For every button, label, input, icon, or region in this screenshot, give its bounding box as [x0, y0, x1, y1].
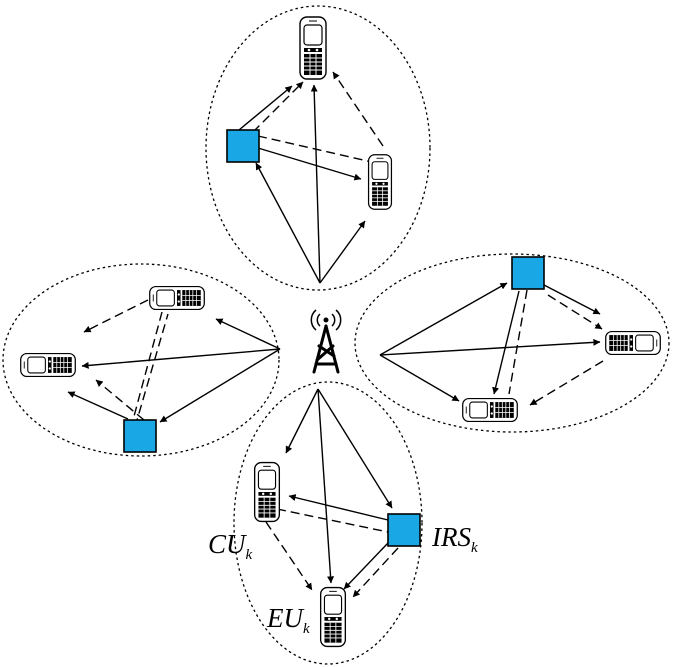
irs-panel-left — [123, 419, 157, 453]
link-bs-to-eu-right — [379, 354, 460, 402]
link-irs-to-eu-top — [257, 147, 362, 181]
irs-label: IRSk — [431, 522, 478, 556]
mobile-phone-icon-eu-left — [20, 352, 76, 378]
irs-panel-top — [226, 129, 260, 163]
link-bs-to-eu-bottom — [317, 388, 335, 584]
base-station-tower-icon — [310, 309, 342, 374]
link-irs-to-cu-bottom — [288, 494, 389, 521]
link-bs-to-cu-bottom — [285, 388, 319, 454]
cluster-right-boundary — [354, 253, 670, 433]
link-bs-to-cu-top — [310, 84, 321, 284]
mobile-phone-icon-cu-bottom — [253, 461, 281, 523]
link-irs-to-cu-top — [238, 85, 293, 131]
link-irs-to-eu-bottom — [343, 542, 389, 590]
link-bs-to-cu-left — [215, 318, 281, 350]
link-bs-to-irs-left — [159, 348, 281, 423]
mobile-phone-icon-eu-bottom — [319, 586, 347, 648]
link-irs-to-cu-right — [543, 284, 601, 315]
link-bs-to-eu-top — [319, 220, 366, 284]
cu-label: CUk — [208, 529, 253, 563]
cluster-top-boundary — [205, 5, 431, 291]
link-bs-to-irs-bottom — [317, 388, 393, 509]
link-irs-to-eu-left — [67, 391, 129, 420]
direct-and-reflected-links — [67, 84, 601, 590]
link-bs-to-irs-right — [379, 282, 508, 356]
mobile-phone-icon-eu-right — [462, 397, 518, 423]
cluster-left-boundary — [2, 263, 280, 457]
irs-panel-bottom — [387, 513, 421, 547]
mobile-phone-icon-eu-top — [367, 154, 393, 210]
link-bs-to-irs-top — [255, 162, 321, 284]
link-irs-to-eu-right — [492, 290, 520, 395]
irs-panel-right — [511, 256, 545, 290]
mobile-phone-icon-cu-right — [605, 330, 661, 356]
eu-label: EUk — [266, 603, 310, 637]
link-bs-to-eu-left — [81, 348, 281, 369]
link-bs-to-cu-right — [379, 338, 601, 356]
reflected-dashed-links — [83, 71, 604, 598]
cluster-bottom-boundary — [233, 381, 423, 665]
mobile-phone-icon-cu-left — [149, 285, 205, 311]
mobile-phone-icon-cu-top — [299, 16, 327, 80]
irs-control-links — [132, 135, 528, 533]
